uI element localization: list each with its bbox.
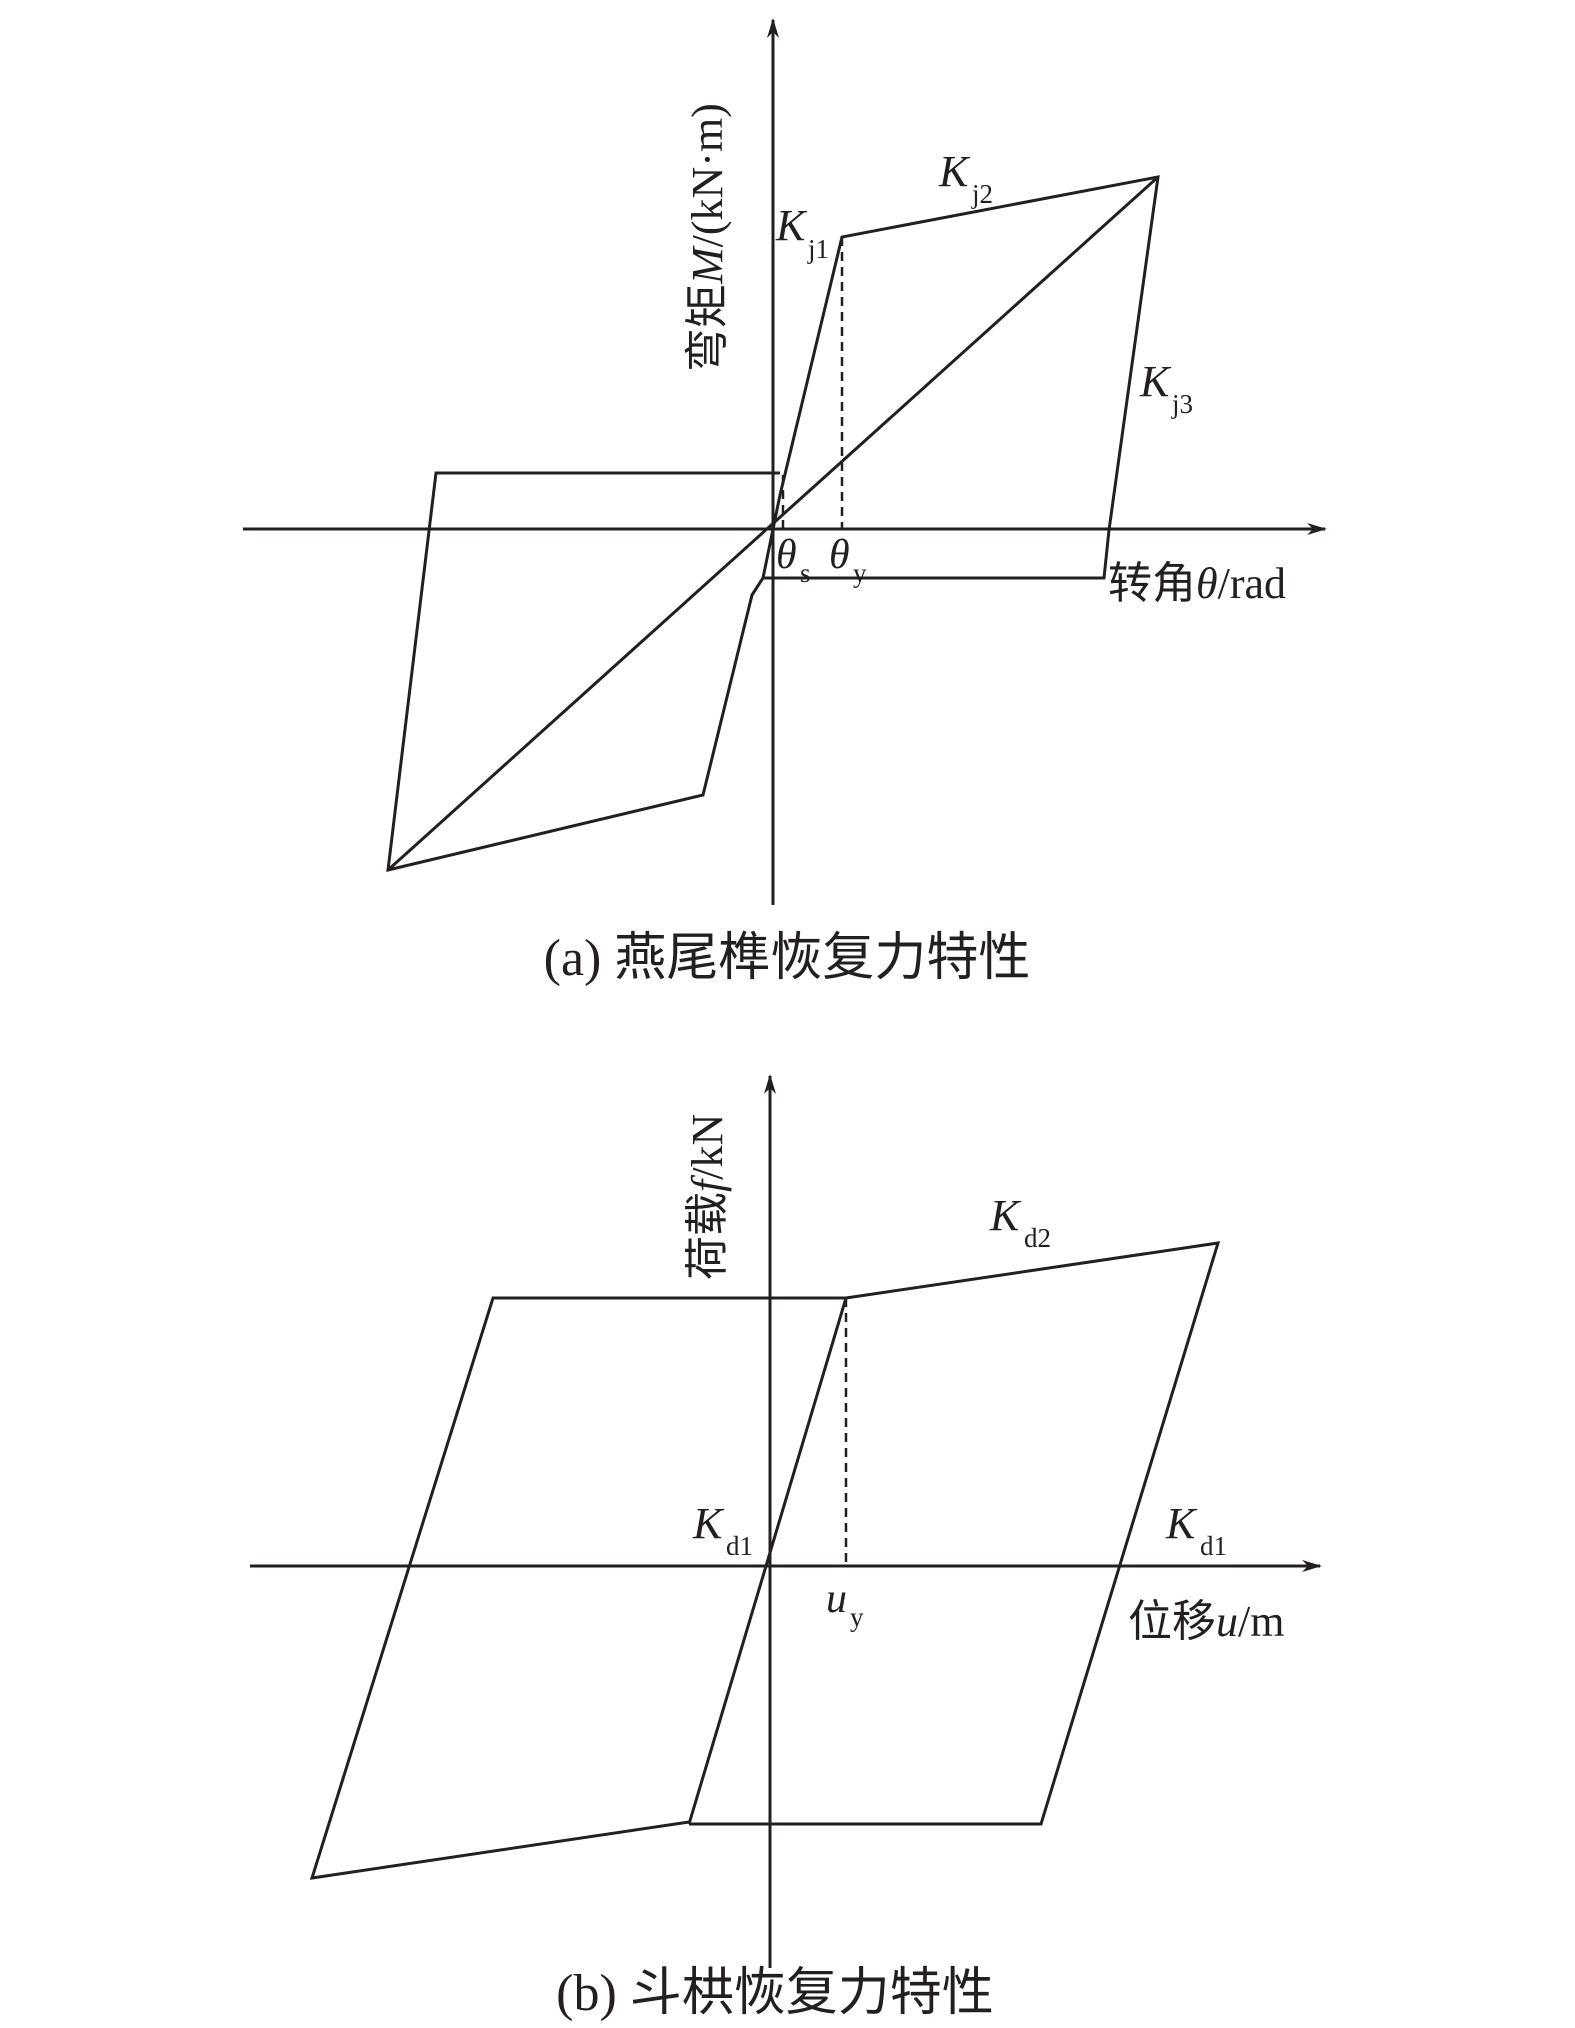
panel-a-kj1-sub: j1: [807, 234, 829, 264]
panel-b-kd2-label: K: [989, 1191, 1022, 1240]
panel-b-hysteresis-loop: [687, 1241, 1221, 1826]
panel-b-u-y-sub: y: [850, 1602, 864, 1632]
panel-a-y-axis-label: 弯矩M/(kN·m): [683, 103, 732, 372]
panel-b-kd1-left-label: K: [692, 1499, 725, 1548]
panel-a-kj2-label: K: [938, 147, 971, 196]
panel-b-left-loop: [309, 1296, 846, 1880]
panel-a-kj1-label: K: [775, 201, 808, 250]
panel-a-x-axis-label: 转角θ/rad: [1108, 559, 1286, 608]
panel-a: K j1 K j2 K j3 θ s θ y 转角θ/rad 弯矩M/(kN·m…: [243, 18, 1327, 987]
panel-b-x-axis-label: 位移u/m: [1128, 1597, 1284, 1646]
panel-b-y-axis-label: 荷载f/kN: [683, 1114, 732, 1280]
panel-a-theta-y-sub: y: [853, 558, 867, 588]
panel-a-theta-s-sub: s: [800, 558, 811, 588]
panel-b-caption: (b) 斗栱恢复力特性: [556, 1965, 994, 2022]
panel-b-u-y: u: [826, 1576, 847, 1622]
panel-a-kj3-label: K: [1139, 357, 1172, 406]
panel-b-kd1-right-sub: d1: [1200, 1531, 1227, 1561]
panel-a-diagonal: [386, 175, 1160, 872]
panel-b-kd2-sub: d2: [1024, 1223, 1051, 1253]
panel-a-caption: (a) 燕尾榫恢复力特性: [544, 930, 1031, 987]
panel-a-theta-y: θ: [829, 532, 850, 578]
panel-b-kd1-left-sub: d1: [726, 1531, 753, 1561]
panel-a-theta-s: θ: [776, 532, 797, 578]
panel-a-kj3-sub: j3: [1171, 389, 1193, 419]
panel-a-upper-plateau: [386, 471, 780, 872]
panel-a-kj2-sub: j2: [971, 179, 993, 209]
panel-b-kd1-right-label: K: [1165, 1499, 1198, 1548]
panel-b: K d2 K d1 K d1 u y 位移u/m 荷载f/kN (b) 斗栱恢复…: [250, 1074, 1322, 2022]
